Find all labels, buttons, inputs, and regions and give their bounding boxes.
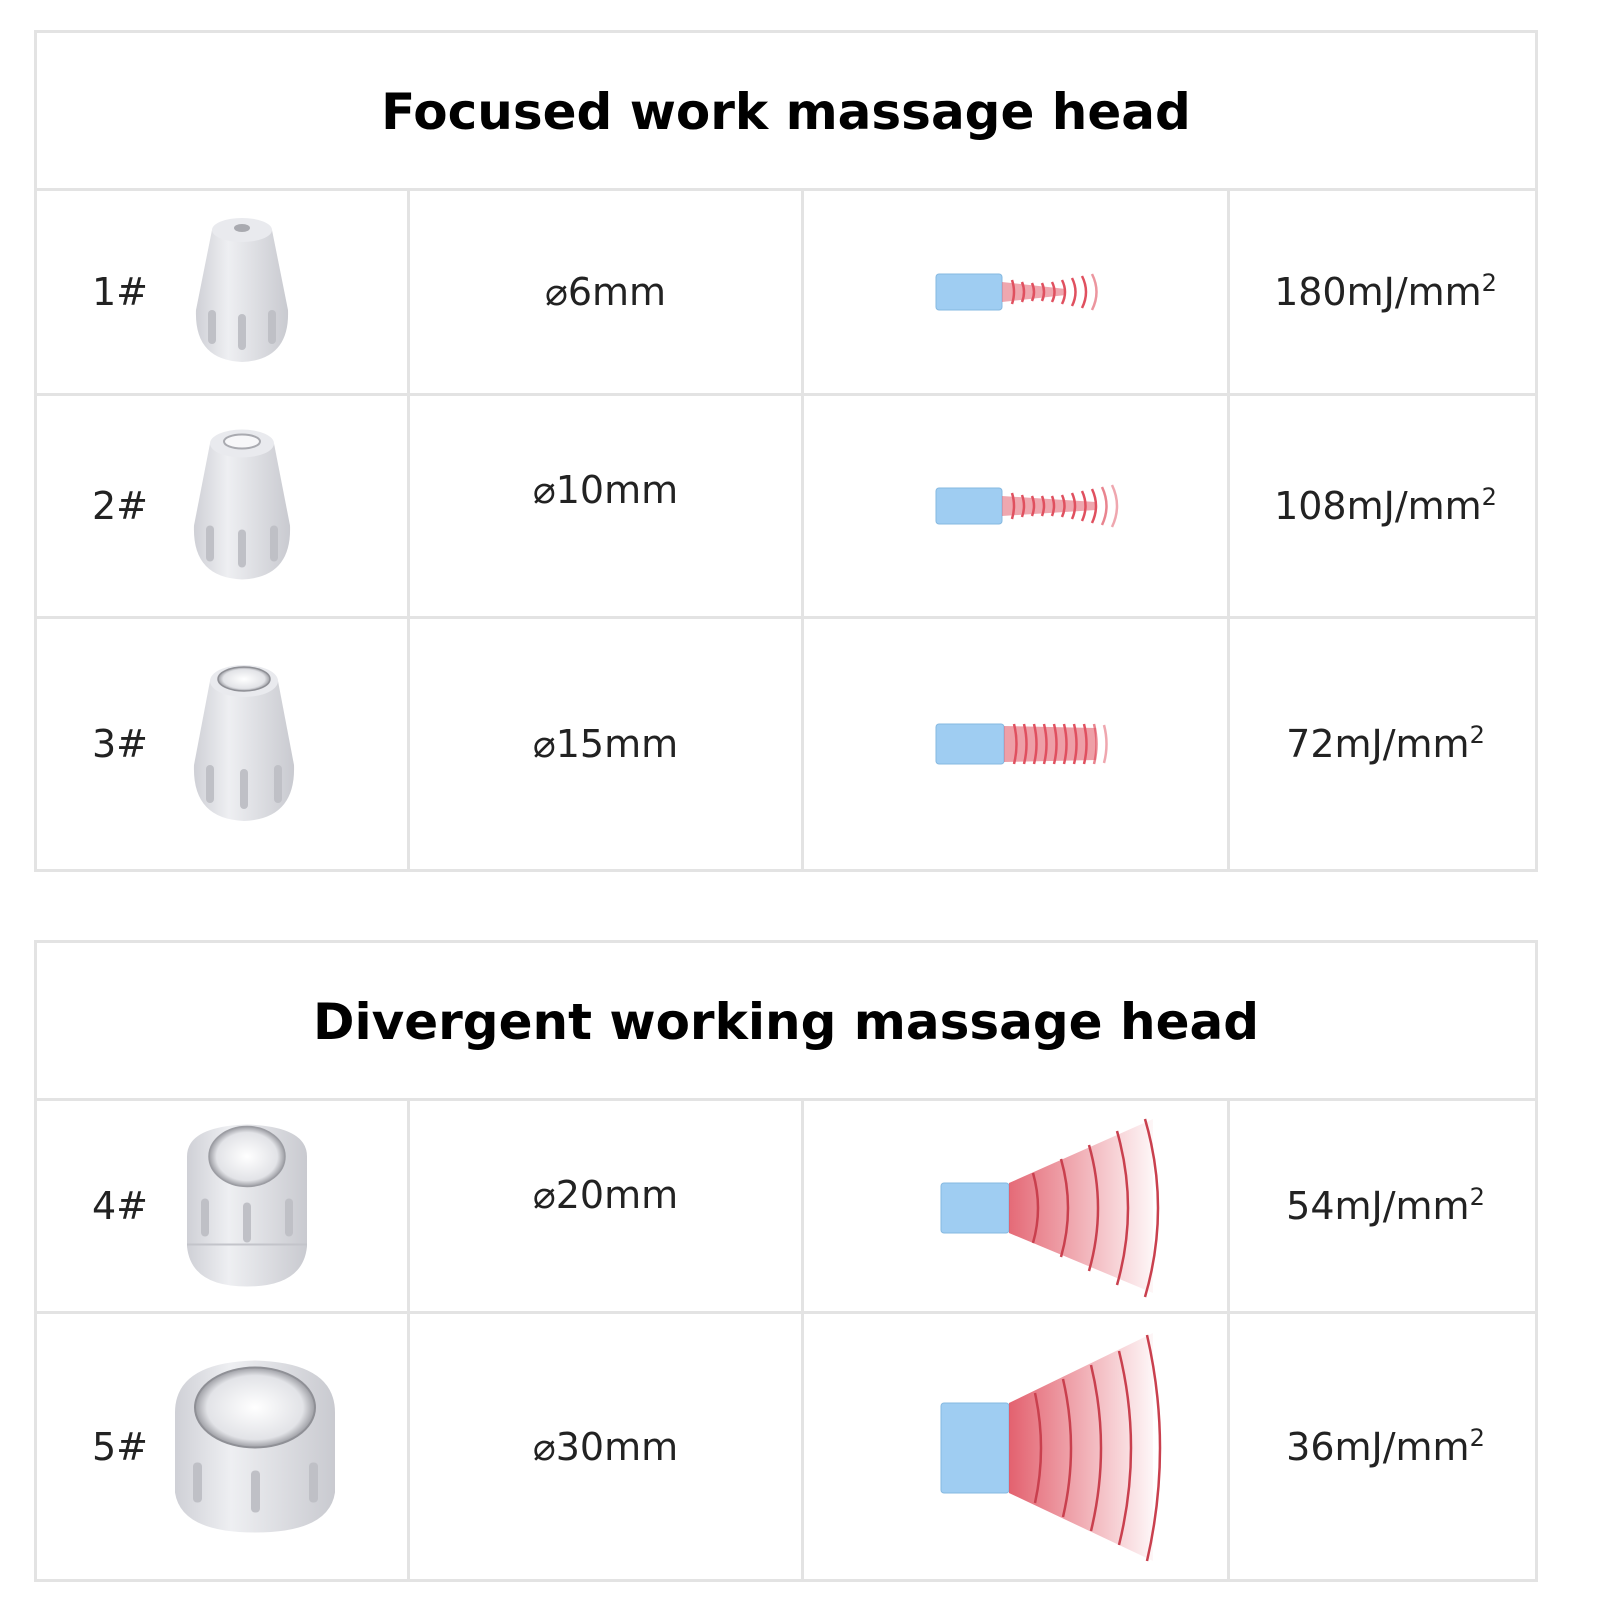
divider [37,616,1535,619]
wave-diagram [804,1314,1227,1579]
wave-diagram [804,396,1227,616]
energy-value: 54mJ/mm2 [1286,1184,1485,1228]
diameter-value: ⌀6mm [544,270,667,314]
energy-number: 108mJ/mm [1274,484,1482,528]
head-number: 1# [92,270,149,314]
massage-head-image [177,1117,317,1296]
divider [801,188,804,869]
divider [1227,188,1230,869]
focused-title: Focused work massage head [381,83,1191,141]
massage-head-image [182,210,302,374]
energy-exponent: 2 [1469,1183,1485,1211]
massage-head-image [182,657,307,831]
diameter-value: ⌀10mm [532,468,679,512]
divider [407,188,410,869]
divider [37,1311,1535,1314]
energy-value: 108mJ/mm2 [1274,484,1497,528]
divider [37,188,1535,191]
divergent-title: Divergent working massage head [312,993,1260,1051]
head-number: 5# [92,1424,149,1469]
energy-exponent: 2 [1481,269,1497,297]
energy-number: 36mJ/mm [1286,1424,1470,1469]
massage-head-image [182,422,302,591]
energy-value: 72mJ/mm2 [1286,722,1485,766]
energy-exponent: 2 [1469,1423,1485,1452]
diameter-value: ⌀15mm [532,722,679,766]
energy-number: 72mJ/mm [1286,722,1470,766]
energy-number: 180mJ/mm [1274,270,1482,314]
head-number: 2# [92,484,149,528]
wave-diagram [804,619,1227,869]
energy-value: 180mJ/mm2 [1274,270,1497,314]
head-number: 4# [92,1184,149,1228]
wave-diagram [804,1101,1227,1311]
table-row: 4# ⌀20mm [37,1101,1535,1311]
table-row: 2# ⌀10mm [37,396,1535,616]
energy-value: 36mJ/mm2 [1286,1425,1485,1469]
divergent-table: Divergent working massage head 4# ⌀20mm [34,940,1538,1582]
table-row: 5# ⌀30mm [37,1314,1535,1579]
energy-number: 54mJ/mm [1286,1184,1470,1228]
divider [37,393,1535,396]
head-number: 3# [92,722,149,766]
divider [407,1098,410,1579]
diameter-value: ⌀20mm [532,1173,679,1217]
energy-exponent: 2 [1469,721,1485,749]
table-row: 3# ⌀15mm [37,619,1535,869]
massage-head-image [167,1352,342,1541]
diameter-value: ⌀30mm [532,1424,679,1469]
divider [801,1098,804,1579]
divider [1227,1098,1230,1579]
wave-diagram [804,191,1227,393]
table-row: 1# ⌀6mm [37,191,1535,393]
focused-table: Focused work massage head 1# ⌀6mm [34,30,1538,872]
energy-exponent: 2 [1481,483,1497,511]
divider [37,1098,1535,1101]
